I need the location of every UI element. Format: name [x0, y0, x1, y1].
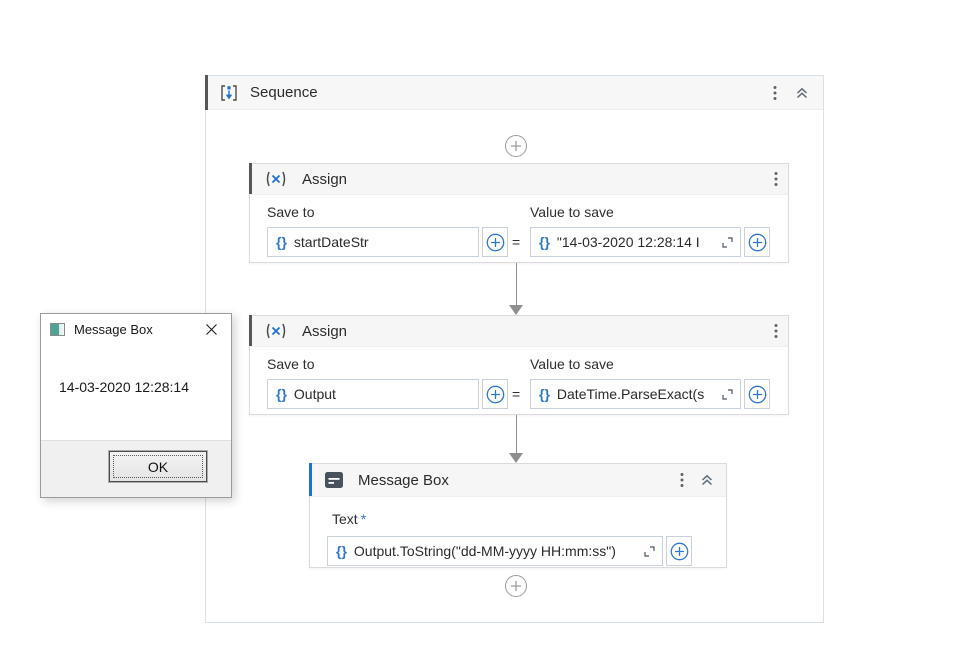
save-to-input[interactable]: {} startDateStr [267, 227, 479, 257]
assign-icon [264, 323, 288, 339]
dialog-message: 14-03-2020 12:28:14 [59, 379, 189, 395]
add-activity-button-top[interactable] [505, 135, 527, 157]
assign-activity-1[interactable]: Assign Save to Value to save {} startDat… [249, 163, 789, 263]
variable-icon: {} [336, 543, 347, 559]
collapse-icon[interactable] [700, 473, 714, 487]
variable-icon: {} [539, 234, 550, 250]
variable-icon: {} [276, 386, 287, 402]
save-to-input[interactable]: {} Output [267, 379, 479, 409]
message-box-dialog[interactable]: Message Box 14-03-2020 12:28:14 OK [40, 313, 232, 498]
kebab-menu-icon[interactable] [773, 85, 777, 101]
value-to-save-input[interactable]: {} DateTime.ParseExact(s [530, 379, 741, 409]
close-icon[interactable] [201, 321, 222, 338]
sequence-container[interactable]: Sequence [205, 75, 824, 623]
value-to-save-input[interactable]: {} "14-03-2020 12:28:14 I [530, 227, 741, 257]
text-label: Text* [332, 511, 367, 527]
add-variable-button[interactable] [744, 227, 770, 257]
dialog-titlebar[interactable]: Message Box [41, 314, 231, 345]
assign-icon [264, 171, 288, 187]
message-box-title: Message Box [358, 471, 449, 489]
window-icon [50, 323, 65, 336]
save-to-value: Output [293, 386, 336, 402]
value-to-save-label: Value to save [530, 356, 614, 372]
save-to-label: Save to [267, 356, 315, 372]
message-box-activity[interactable]: Message Box Text* {} Output.ToString("d [309, 463, 727, 568]
sequence-header[interactable]: Sequence [205, 75, 823, 110]
ok-button[interactable]: OK [109, 451, 207, 482]
text-value: Output.ToString("dd-MM-yyyy HH:mm:ss") [353, 543, 616, 559]
kebab-menu-icon[interactable] [774, 323, 778, 339]
expand-editor-icon[interactable] [644, 545, 655, 557]
equals-sign: = [512, 234, 521, 250]
dialog-footer: OK [41, 440, 231, 497]
add-variable-button[interactable] [482, 227, 508, 257]
sequence-title: Sequence [250, 84, 318, 101]
assign1-title: Assign [302, 170, 348, 188]
kebab-menu-icon[interactable] [680, 472, 684, 488]
message-box-icon [324, 470, 344, 490]
save-to-value: startDateStr [293, 234, 369, 250]
value-to-save-value: DateTime.ParseExact(s [556, 386, 705, 402]
message-box-header[interactable]: Message Box [309, 463, 726, 497]
expand-editor-icon[interactable] [722, 236, 733, 248]
add-variable-button[interactable] [666, 536, 692, 566]
assign1-header[interactable]: Assign [249, 163, 788, 195]
assign2-header[interactable]: Assign [249, 315, 788, 347]
flow-arrow [508, 188, 524, 315]
add-variable-button[interactable] [744, 379, 770, 409]
add-variable-button[interactable] [482, 379, 508, 409]
collapse-all-icon[interactable] [795, 86, 809, 100]
value-to-save-value: "14-03-2020 12:28:14 I [556, 234, 700, 250]
save-to-label: Save to [267, 204, 315, 220]
value-to-save-label: Value to save [530, 204, 614, 220]
assign-activity-2[interactable]: Assign Save to Value to save {} Output = [249, 315, 789, 415]
flow-arrow [508, 415, 524, 463]
variable-icon: {} [539, 386, 550, 402]
required-marker: * [360, 511, 367, 527]
text-input[interactable]: {} Output.ToString("dd-MM-yyyy HH:mm:ss"… [327, 536, 663, 566]
sequence-icon [220, 84, 238, 102]
expand-editor-icon[interactable] [722, 388, 733, 400]
equals-sign: = [512, 386, 521, 402]
kebab-menu-icon[interactable] [774, 171, 778, 187]
assign2-title: Assign [302, 322, 348, 340]
variable-icon: {} [276, 234, 287, 250]
dialog-title: Message Box [74, 322, 153, 337]
add-activity-button-bottom[interactable] [505, 575, 527, 597]
